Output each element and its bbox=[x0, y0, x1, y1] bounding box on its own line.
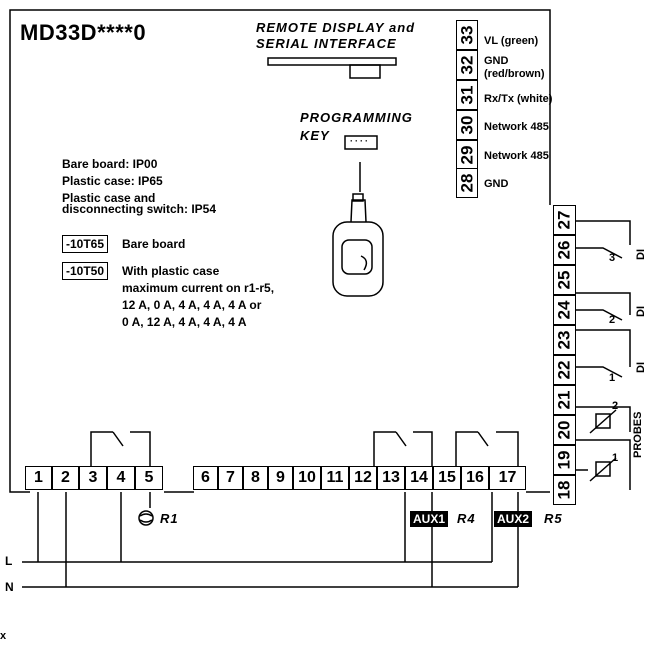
label-gnd-28: GND bbox=[484, 178, 509, 190]
terminal-10: 10 bbox=[293, 466, 321, 490]
terminal-30: 30 bbox=[456, 110, 478, 140]
terminal-29: 29 bbox=[456, 140, 478, 170]
di-label-a: DI bbox=[635, 249, 645, 260]
terminal-7: 7 bbox=[218, 466, 243, 490]
relay-r1-label: R1 bbox=[160, 511, 179, 526]
probe-number-1: 1 bbox=[612, 452, 619, 464]
model-code-bare: -10T65 bbox=[62, 235, 109, 253]
relay-r5-label: R5 bbox=[544, 511, 563, 526]
terminal-25: 25 bbox=[553, 265, 576, 295]
programming-key-label: PROGRAMMING bbox=[300, 110, 413, 125]
terminal-2: 2 bbox=[52, 466, 79, 490]
di-label-c: DI bbox=[635, 362, 645, 373]
terminal-12: 12 bbox=[349, 466, 377, 490]
key-label: KEY bbox=[300, 128, 330, 143]
probes-label: PROBES bbox=[632, 411, 644, 458]
terminal-31: 31 bbox=[456, 80, 478, 110]
di-number-2: 2 bbox=[609, 314, 616, 326]
aux2-badge: AUX2 bbox=[494, 511, 533, 527]
terminal-11: 11 bbox=[321, 466, 349, 490]
terminal-14: 14 bbox=[405, 466, 433, 490]
relay-r4-label: R4 bbox=[457, 511, 476, 526]
label-red-brown: (red/brown) bbox=[484, 68, 545, 80]
model-desc-plastic: With plastic case bbox=[122, 264, 220, 278]
terminal-18: 18 bbox=[553, 475, 576, 505]
terminal-24: 24 bbox=[553, 295, 576, 325]
label-rx-tx: Rx/Tx (white) bbox=[484, 93, 553, 105]
label-network-485-a: Network 485 bbox=[484, 121, 549, 133]
label-gnd: GND bbox=[484, 55, 509, 67]
terminal-17: 17 bbox=[489, 466, 526, 490]
terminal-19: 19 bbox=[553, 445, 576, 475]
terminal-26: 26 bbox=[553, 235, 576, 265]
terminal-13: 13 bbox=[377, 466, 405, 490]
terminal-9: 9 bbox=[268, 466, 293, 490]
ip-switch-line1: Plastic case and bbox=[62, 191, 156, 205]
max-current-line2: 12 A, 0 A, 4 A, 4 A, 4 A or bbox=[122, 298, 262, 312]
terminal-15: 15 bbox=[433, 466, 461, 490]
di-number-3: 3 bbox=[609, 252, 616, 264]
di-label-b: DI bbox=[635, 306, 645, 317]
probe-number-2: 2 bbox=[612, 400, 619, 412]
line-l-label: L bbox=[5, 554, 13, 568]
terminal-20: 20 bbox=[553, 415, 576, 445]
model-title: MD33D****0 bbox=[20, 20, 147, 45]
terminal-8: 8 bbox=[243, 466, 268, 490]
ip-plastic-case: Plastic case: IP65 bbox=[62, 174, 163, 188]
ip-bare-board: Bare board: IP00 bbox=[62, 157, 158, 171]
terminal-3: 3 bbox=[79, 466, 107, 490]
max-current-line1: maximum current on r1-r5, bbox=[122, 281, 275, 295]
label-vl: VL (green) bbox=[484, 35, 539, 47]
corner-mark: x bbox=[0, 630, 7, 642]
terminal-5: 5 bbox=[135, 466, 163, 490]
aux1-badge: AUX1 bbox=[410, 511, 449, 527]
model-code-plastic: -10T50 bbox=[62, 262, 109, 280]
terminal-23: 23 bbox=[553, 325, 576, 355]
programming-key-port: ···· bbox=[350, 136, 370, 146]
model-desc-bare: Bare board bbox=[122, 237, 186, 251]
terminal-27: 27 bbox=[553, 205, 576, 235]
terminal-16: 16 bbox=[461, 466, 489, 490]
label-network-485-b: Network 485 bbox=[484, 150, 549, 162]
terminal-21: 21 bbox=[553, 385, 576, 415]
terminal-28: 28 bbox=[456, 168, 478, 198]
ip-switch-line2: disconnecting switch: IP54 bbox=[62, 202, 217, 216]
terminal-4: 4 bbox=[107, 466, 135, 490]
remote-display-label: REMOTE DISPLAY and bbox=[256, 20, 416, 35]
terminal-33: 33 bbox=[456, 20, 478, 50]
terminal-32: 32 bbox=[456, 50, 478, 80]
di-number-1: 1 bbox=[609, 372, 616, 384]
terminal-22: 22 bbox=[553, 355, 576, 385]
line-n-label: N bbox=[5, 580, 14, 594]
terminal-6: 6 bbox=[193, 466, 218, 490]
serial-interface-label: SERIAL INTERFACE bbox=[256, 36, 397, 51]
terminal-1: 1 bbox=[25, 466, 52, 490]
max-current-line3: 0 A, 12 A, 4 A, 4 A, 4 A bbox=[122, 315, 247, 329]
